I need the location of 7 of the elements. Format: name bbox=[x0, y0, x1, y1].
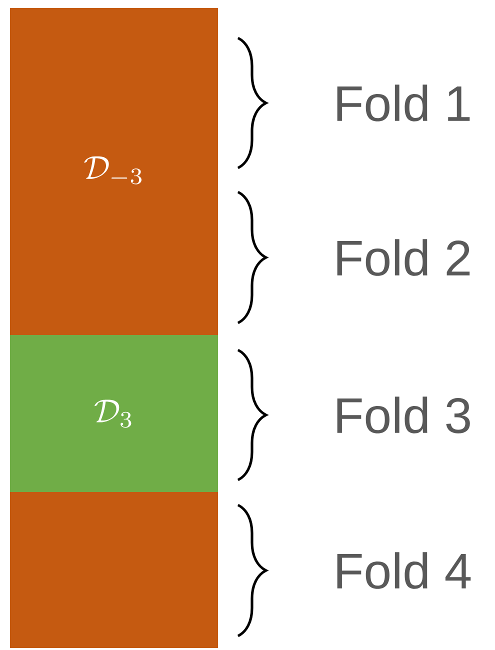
data-block bbox=[10, 492, 218, 648]
data-block: $\mathcal{D}_{-3}$ bbox=[10, 8, 218, 335]
fold-label: Fold 3 bbox=[337, 396, 470, 434]
data-block: $\mathcal{D}_{3}$ bbox=[10, 335, 218, 492]
fold-label: Fold 2 bbox=[337, 239, 470, 276]
fold-label: Fold 1 bbox=[337, 84, 470, 122]
fold-label: Fold 4 bbox=[337, 552, 471, 589]
